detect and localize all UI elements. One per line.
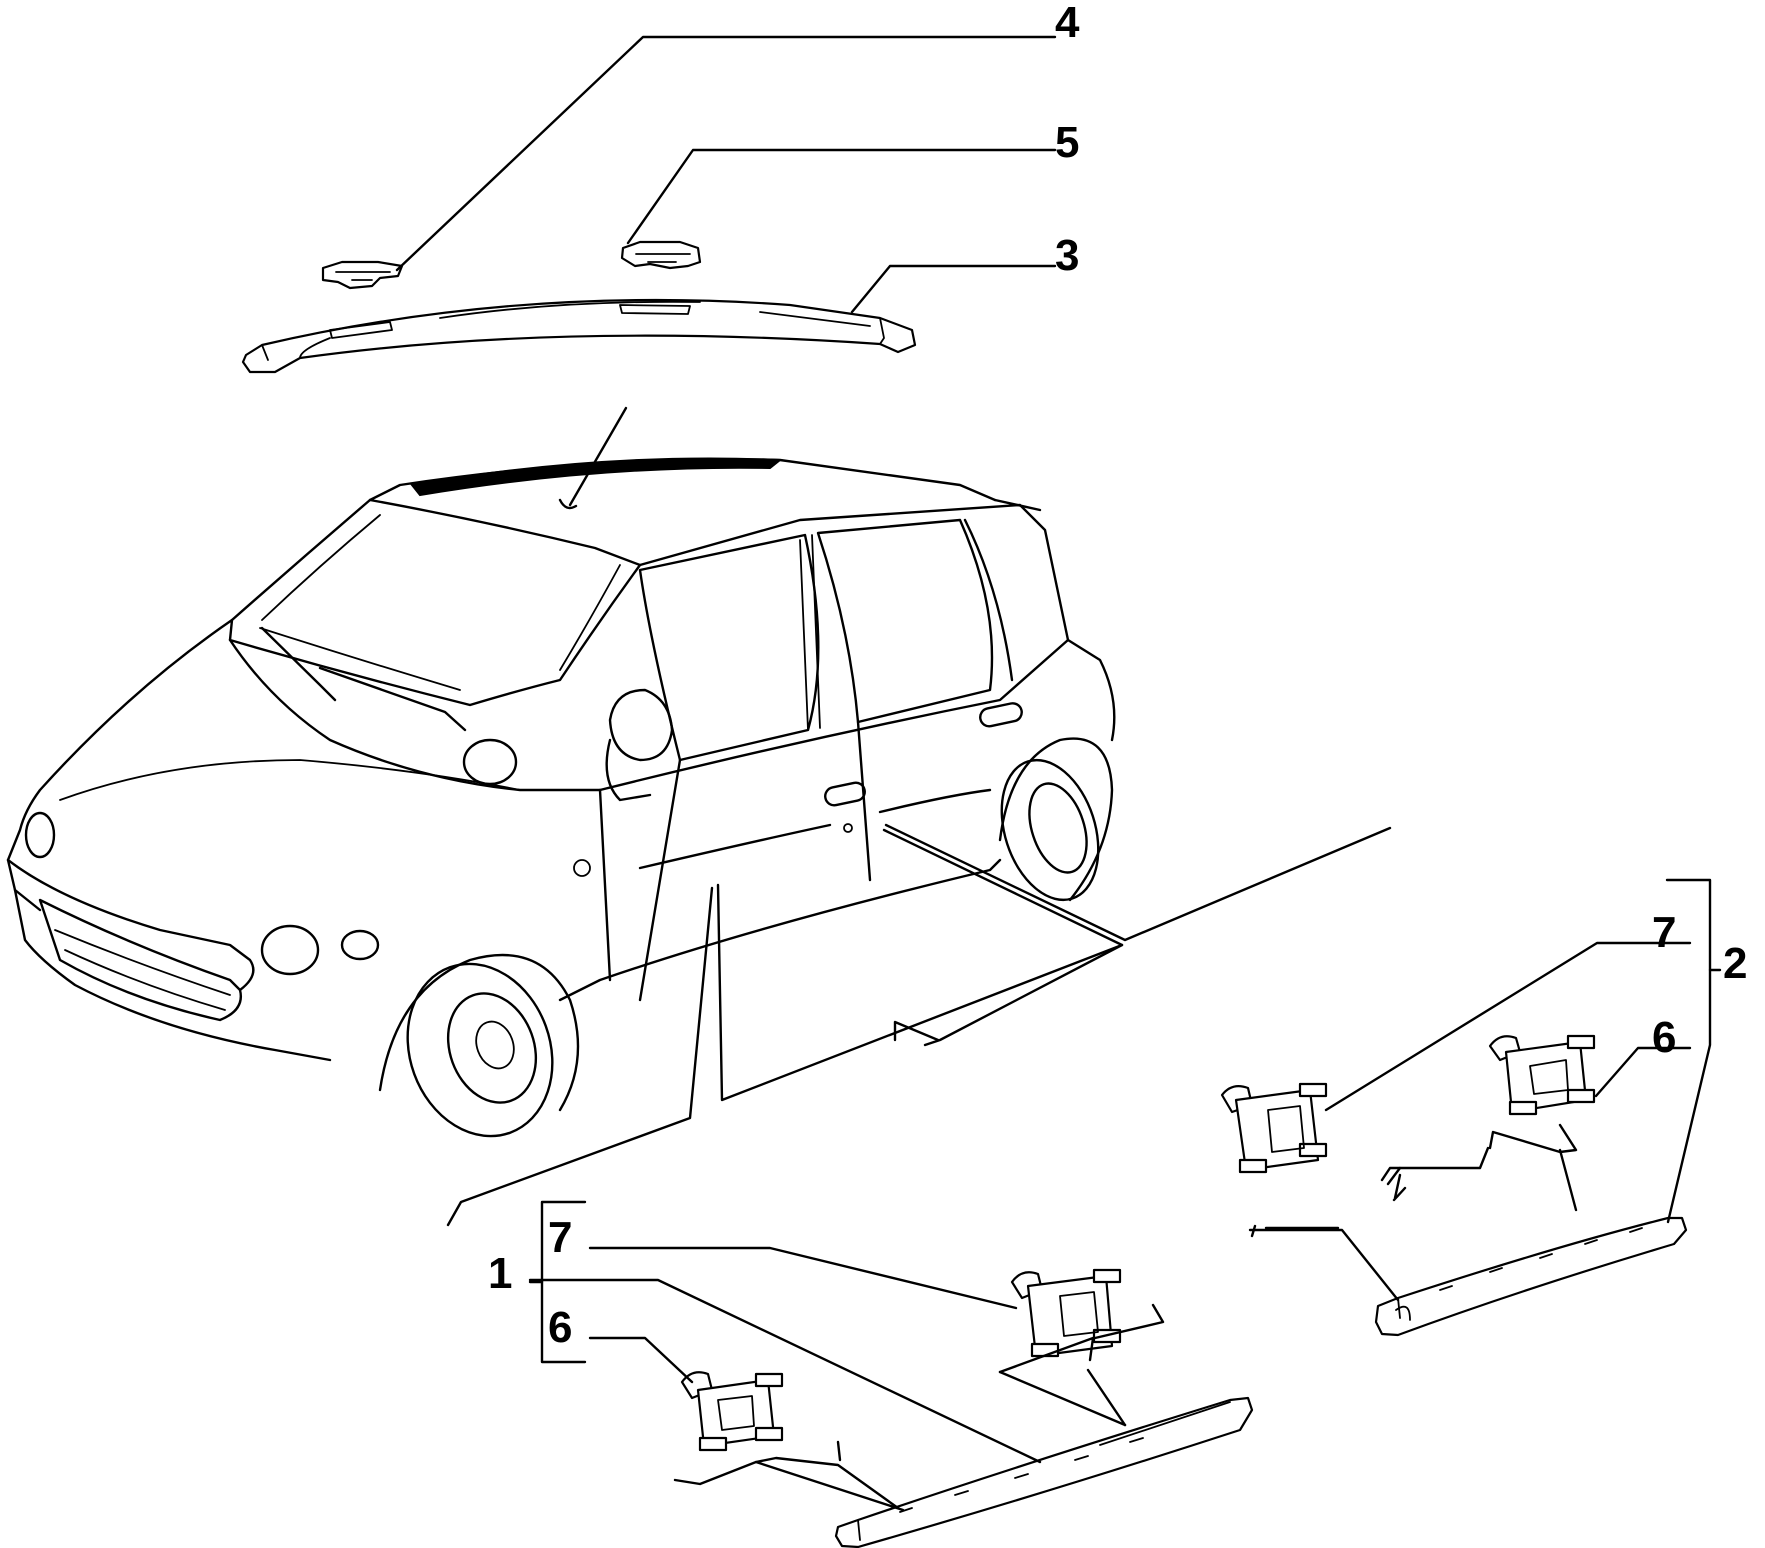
- callout-label-6-left: 6: [548, 1303, 572, 1352]
- clip-icon: [680, 1371, 784, 1452]
- side-molding-icon: [1374, 1216, 1688, 1337]
- callout-label-2: 2: [1723, 939, 1747, 988]
- callout-label-3: 3: [1055, 231, 1079, 280]
- callout-label-1: 1: [488, 1249, 512, 1298]
- callout-label-7-right: 7: [1652, 908, 1676, 957]
- clip-icon: [321, 260, 404, 290]
- clip-icon: [1010, 1268, 1122, 1358]
- callout-label-7-left: 7: [548, 1213, 572, 1262]
- callout-label-4: 4: [1055, 0, 1080, 47]
- callout-label-6-right: 6: [1652, 1013, 1676, 1062]
- roof-trim-icon: [241, 298, 917, 374]
- clip-icon: [1220, 1082, 1328, 1174]
- clip-icon: [620, 240, 702, 270]
- car-outline-icon: [6, 406, 1116, 1138]
- clip-icon: [1488, 1034, 1596, 1116]
- leader-lines: [395, 35, 1722, 1512]
- callout-label-5: 5: [1055, 118, 1079, 167]
- side-molding-icon: [834, 1396, 1254, 1548]
